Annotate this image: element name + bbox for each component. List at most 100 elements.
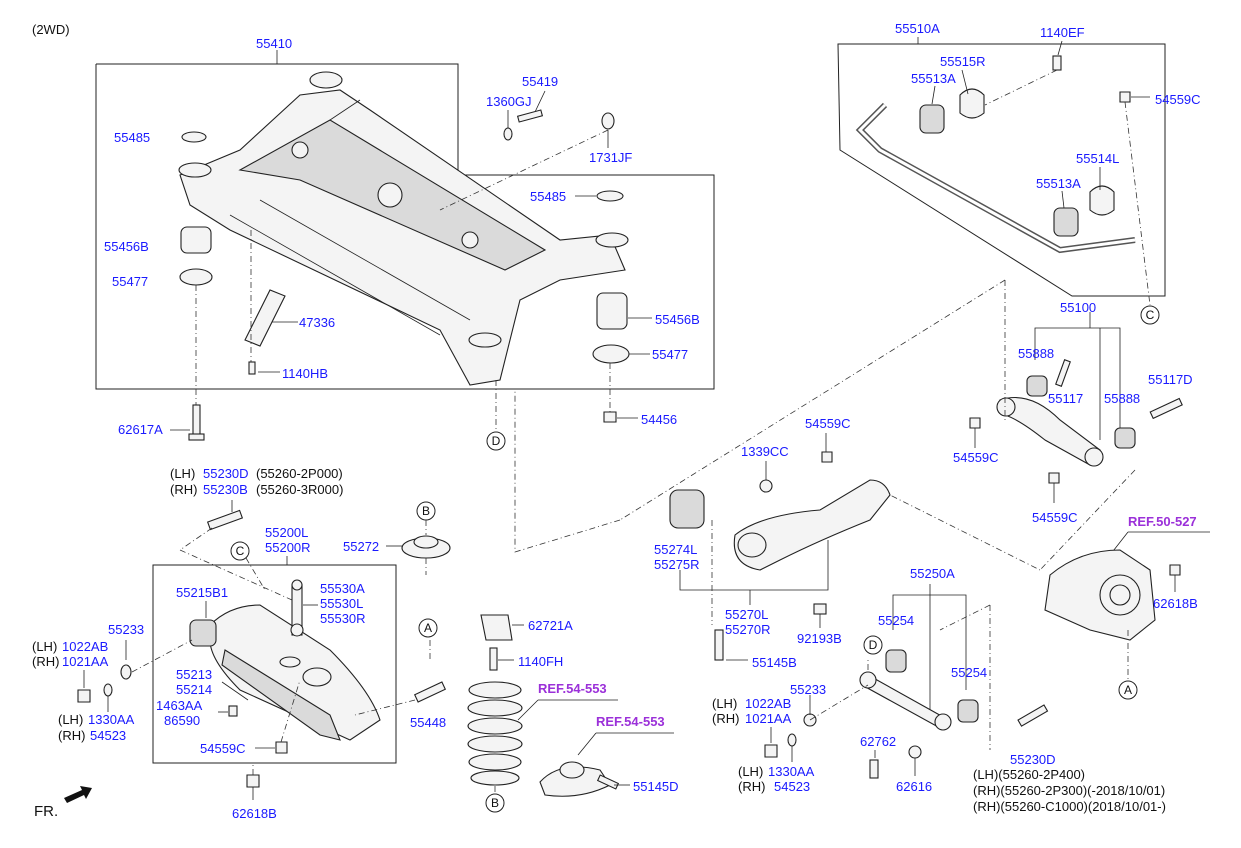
part-55214[interactable]: 55214 [176, 682, 212, 697]
part-55510A[interactable]: 55510A [895, 21, 940, 36]
part-1022AB-left[interactable]: 1022AB [62, 639, 108, 654]
part-54559C-top[interactable]: 54559C [1155, 92, 1201, 107]
part-55477-right[interactable]: 55477 [652, 347, 688, 362]
part-55275R[interactable]: 55275R [654, 557, 700, 572]
part-55200R[interactable]: 55200R [265, 540, 311, 555]
part-55410[interactable]: 55410 [256, 36, 292, 51]
part-55530R[interactable]: 55530R [320, 611, 366, 626]
bushing-55513A-upper [919, 104, 945, 134]
bushing-55274L-55275R [669, 489, 705, 529]
spacer-55485-left [181, 131, 207, 143]
part-1330AA-left[interactable]: 1330AA [88, 712, 135, 727]
part-54456[interactable]: 54456 [641, 412, 677, 427]
part-55270L[interactable]: 55270L [725, 607, 768, 622]
part-55477-left[interactable]: 55477 [112, 274, 148, 289]
part-55213[interactable]: 55213 [176, 667, 212, 682]
ref-54-553-mount[interactable]: REF.54-553 [596, 714, 665, 729]
part-1360GJ[interactable]: 1360GJ [486, 94, 532, 109]
callout-A-left [418, 618, 438, 638]
part-55254-lower[interactable]: 55254 [951, 665, 987, 680]
part-55456B-left[interactable]: 55456B [104, 239, 149, 254]
part-54523-right[interactable]: 54523 [774, 779, 810, 794]
part-62721A[interactable]: 62721A [528, 618, 573, 633]
callout-C-right [1140, 305, 1160, 325]
part-1463AA[interactable]: 1463AA [156, 698, 203, 713]
bolt-1140EF [1052, 55, 1062, 71]
svg-text:B: B [422, 504, 430, 518]
part-54523-left[interactable]: 54523 [90, 728, 126, 743]
part-62616[interactable]: 62616 [896, 779, 932, 794]
washer-1330AA-left [103, 683, 113, 697]
washer-1360GJ [503, 127, 513, 141]
part-55888-lower[interactable]: 55888 [1104, 391, 1140, 406]
part-55117D[interactable]: 55117D [1148, 372, 1193, 387]
part-1339CC[interactable]: 1339CC [741, 444, 789, 459]
part-55117[interactable]: 55117 [1048, 391, 1083, 406]
part-55215B1[interactable]: 55215B1 [176, 585, 228, 600]
svg-text:D: D [869, 638, 878, 652]
bolt-55145D [596, 774, 620, 790]
part-55274L[interactable]: 55274L [654, 542, 697, 557]
callout-C-left [230, 541, 250, 561]
part-55200L[interactable]: 55200L [265, 525, 308, 540]
part-55456B-right[interactable]: 55456B [655, 312, 700, 327]
part-1140HB[interactable]: 1140HB [282, 366, 328, 381]
part-1140EF[interactable]: 1140EF [1040, 25, 1085, 40]
part-55254-upper[interactable]: 55254 [878, 613, 914, 628]
washer-55233-left [120, 664, 132, 680]
part-54559C-lowerarm[interactable]: 54559C [200, 741, 246, 756]
part-55230D-lh-code: (LH)(55260-2P400) [973, 767, 1085, 782]
part-55513A-lower[interactable]: 55513A [1036, 176, 1081, 191]
part-1021AA-right[interactable]: 1021AA [745, 711, 792, 726]
part-1022AB-right[interactable]: 1022AB [745, 696, 791, 711]
part-54559C-arm-right[interactable]: 54559C [1032, 510, 1078, 525]
part-55230D-top[interactable]: 55230D [203, 466, 249, 481]
part-55485-left[interactable]: 55485 [114, 130, 150, 145]
part-62618B-right[interactable]: 62618B [1153, 596, 1198, 611]
part-55145B[interactable]: 55145B [752, 655, 797, 670]
part-55233-right[interactable]: 55233 [790, 682, 826, 697]
part-62618B-left[interactable]: 62618B [232, 806, 277, 821]
spacer-55485-right [596, 190, 624, 202]
part-1021AA-left[interactable]: 1021AA [62, 654, 109, 669]
part-55100[interactable]: 55100 [1060, 300, 1096, 315]
washer-1731JF [601, 112, 615, 130]
part-55230B-code: (55260-3R000) [256, 482, 343, 497]
part-92193B[interactable]: 92193B [797, 631, 842, 646]
part-55230B[interactable]: 55230B [203, 482, 248, 497]
part-55233-left[interactable]: 55233 [108, 622, 144, 637]
part-54559C-trailing[interactable]: 54559C [805, 416, 851, 431]
stopper-55477-right [592, 344, 630, 364]
callout-B-bottom [485, 793, 505, 813]
part-54559C-arm-left[interactable]: 54559C [953, 450, 999, 465]
part-55419[interactable]: 55419 [522, 74, 558, 89]
part-62617A[interactable]: 62617A [118, 422, 163, 437]
bolt-55419 [516, 109, 544, 123]
ref-50-527[interactable]: REF.50-527 [1128, 514, 1197, 529]
bracket-92193B [813, 603, 827, 615]
part-1731JF[interactable]: 1731JF [589, 150, 632, 165]
stopper-55477-left [179, 268, 213, 286]
part-47336[interactable]: 47336 [299, 315, 335, 330]
part-55513A-upper[interactable]: 55513A [911, 71, 956, 86]
part-55530L[interactable]: 55530L [320, 596, 363, 611]
part-55272[interactable]: 55272 [343, 539, 379, 554]
part-55530A[interactable]: 55530A [320, 581, 365, 596]
part-55250A[interactable]: 55250A [910, 566, 955, 581]
part-55448[interactable]: 55448 [410, 715, 446, 730]
part-55514L[interactable]: 55514L [1076, 151, 1119, 166]
part-55145D[interactable]: 55145D [633, 779, 679, 794]
part-55485-right[interactable]: 55485 [530, 189, 566, 204]
part-1330AA-right[interactable]: 1330AA [768, 764, 815, 779]
part-55270R[interactable]: 55270R [725, 622, 771, 637]
part-55230D-top-code: (55260-2P000) [256, 466, 343, 481]
part-1140FH[interactable]: 1140FH [518, 654, 563, 669]
nut-54456 [603, 411, 617, 423]
part-55888-upper[interactable]: 55888 [1018, 346, 1054, 361]
part-55230D[interactable]: 55230D [1010, 752, 1056, 767]
part-55515R[interactable]: 55515R [940, 54, 986, 69]
ref-54-553-spring[interactable]: REF.54-553 [538, 681, 607, 696]
bolt-55230B [206, 509, 244, 531]
part-86590[interactable]: 86590 [164, 713, 200, 728]
part-62762[interactable]: 62762 [860, 734, 896, 749]
